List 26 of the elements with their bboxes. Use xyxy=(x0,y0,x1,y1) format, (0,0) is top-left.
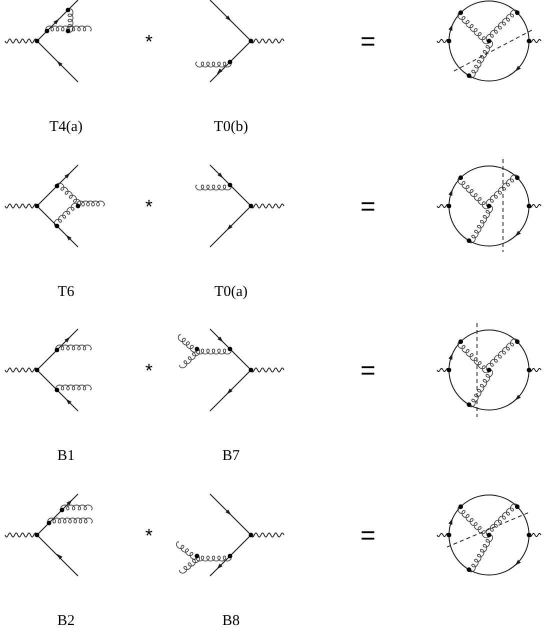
diagram-label: B1 xyxy=(57,449,75,464)
diagram-label: B8 xyxy=(222,614,240,629)
operator-symbol: = xyxy=(360,357,376,383)
operator-symbol: = xyxy=(360,193,376,219)
diagram-label: B7 xyxy=(222,449,240,464)
operator-symbol: * xyxy=(145,198,153,217)
cut-feynman-diagram-drawing xyxy=(435,0,544,83)
diagram-label: T6 xyxy=(58,285,74,300)
diagram-label: T0(b) xyxy=(214,120,248,135)
diagram-label: B2 xyxy=(57,614,75,629)
feynman-diagram-drawing xyxy=(174,493,287,578)
cut-feynman-diagram-drawing xyxy=(435,158,544,253)
feynman-diagram-drawing xyxy=(193,0,287,84)
operator-symbol: * xyxy=(145,527,153,546)
operator-symbol: = xyxy=(360,522,376,548)
feynman-diagram-drawing xyxy=(2,328,94,413)
feynman-diagram-drawing xyxy=(2,493,94,578)
diagram-label: T0(a) xyxy=(214,285,248,300)
operator-symbol: * xyxy=(145,33,153,52)
diagram-label: T4(a) xyxy=(49,120,83,135)
cut-feynman-diagram-drawing xyxy=(435,493,544,577)
feynman-diagram-drawing xyxy=(193,164,287,249)
operator-symbol: = xyxy=(360,28,376,54)
feynman-diagram-drawing xyxy=(2,0,94,84)
operator-symbol: * xyxy=(145,362,153,381)
cut-feynman-diagram-drawing xyxy=(435,322,544,418)
